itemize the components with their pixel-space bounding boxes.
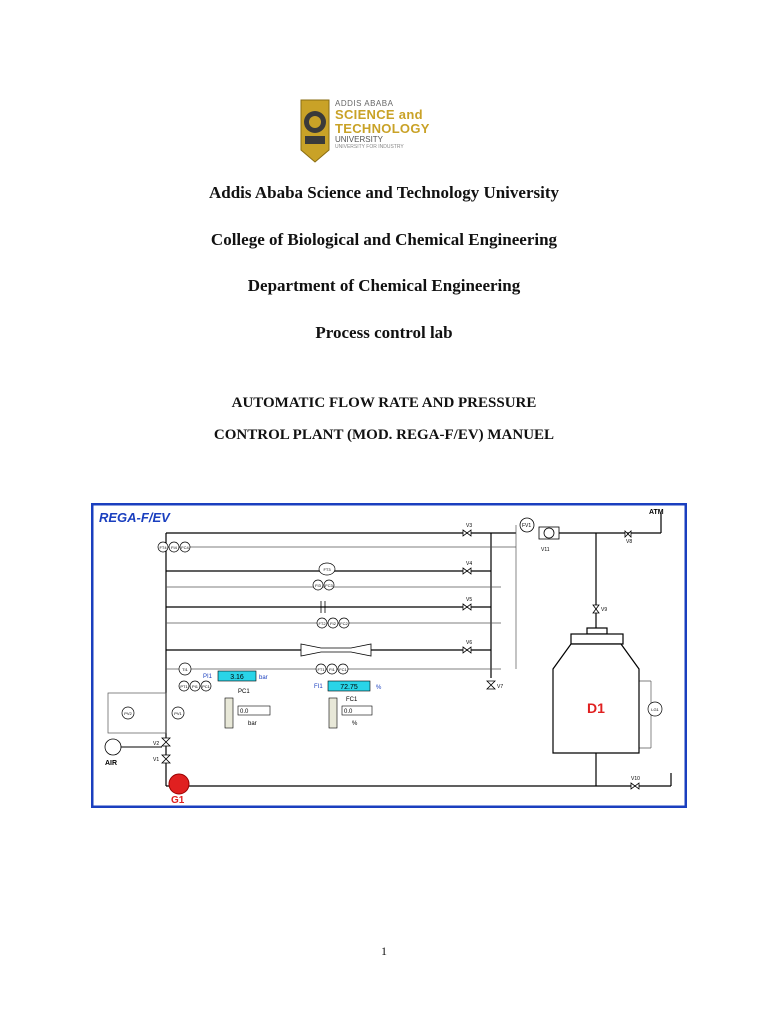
ft4-label: FT4 [159,545,167,550]
pump-g1-icon [168,773,190,795]
fv1-label: FV1 [522,523,531,529]
fi3-label: FI3 [315,583,322,588]
fi1-value: 72.75 [340,684,358,691]
logo-line2: SCIENCE and [335,107,423,122]
valve-v3: V3 [466,523,472,529]
lg1-label: LG1 [651,707,659,712]
logo-line3: TECHNOLOGY [335,121,430,136]
fi1-bubble-label: FI1 [329,667,336,672]
valve-v6: V6 [466,640,472,646]
pi1-display [217,670,257,682]
valve-v11: V11 [541,547,550,553]
fc1-bubble-label: FC1 [339,667,347,672]
course-name: Process control lab [315,323,453,342]
air-compressor-icon [104,738,122,756]
pc1-value: 0.0 [240,709,249,715]
fc3-label: FC3 [325,583,333,588]
fc4-label: FC4 [181,545,189,550]
fi1-unit: % [376,685,382,691]
pt1-label: PT1 [180,684,188,689]
valve-v7: V7 [497,684,503,690]
venturi-icon [300,643,372,657]
page-number: 1 [381,944,387,958]
fi1-label: FI1 [314,684,323,690]
pc1-input[interactable] [237,705,271,716]
valve-v5: V5 [466,597,472,603]
university-name: Addis Ababa Science and Technology Unive… [209,183,559,202]
fc1-slider[interactable] [328,697,338,729]
tank-d1 [552,627,640,754]
logo-line5: UNIVERSITY FOR INDUSTRY [335,144,404,150]
pc1-slider[interactable] [224,697,234,729]
process-diagram: REGA-F/EV [91,503,687,808]
pc1-bubble-label: PC1 [202,684,211,689]
ft3-label: FT3 [323,567,331,572]
pi1-bubble-label: PI1 [192,684,199,689]
logo-line4: UNIVERSITY [335,135,384,144]
fc1-value: 0.0 [344,709,353,715]
pi1-value: 3.16 [230,674,244,681]
fc1-input[interactable] [341,705,373,716]
pc1-label: PC1 [238,689,250,695]
logo-emblem-icon [300,99,330,163]
pi1-unit: bar [259,675,268,681]
pv1-label: PV1 [174,711,182,716]
fc2-label: FC2 [340,621,348,626]
college-name: College of Biological and Chemical Engin… [210,230,558,249]
ft1-label: FT1 [317,667,325,672]
valve-v1: V1 [153,757,159,763]
diagram-title: REGA-F/EV [99,510,171,525]
fc1-unit: % [352,721,358,727]
ft2-label: FT2 [318,621,326,626]
manual-title-line2: CONTROL PLANT (MOD. REGA-F/EV) MANUEL [213,427,555,443]
department-name: Department of Chemical Engineering [247,276,521,295]
pc1-unit: bar [248,721,257,727]
logo-line1: ADDIS ABABA [335,99,394,108]
air-label: AIR [105,760,117,767]
ti1-label: TI1 [182,667,189,672]
valve-v2: V2 [153,741,159,747]
pump-g1-label: G1 [171,795,185,806]
valve-v10: V10 [631,776,640,782]
manual-title-line1: AUTOMATIC FLOW RATE AND PRESSURE [231,395,537,411]
fi1-display [327,680,371,692]
atm-label: ATM [649,509,664,516]
pi1-label: PI1 [203,674,213,680]
tank-d1-label: D1 [587,700,605,716]
fi2-label: FI2 [330,621,337,626]
valve-v4: V4 [466,561,472,567]
fc1-label: FC1 [346,697,358,703]
pv2-label: PV2 [124,711,132,716]
valve-v9: V9 [601,607,607,613]
university-logo: ADDIS ABABA SCIENCE and TECHNOLOGY UNIVE… [295,96,429,166]
valve-v8: V8 [626,539,632,545]
fv1-circle-icon [519,517,535,533]
fi4-label: FI4 [171,545,178,550]
